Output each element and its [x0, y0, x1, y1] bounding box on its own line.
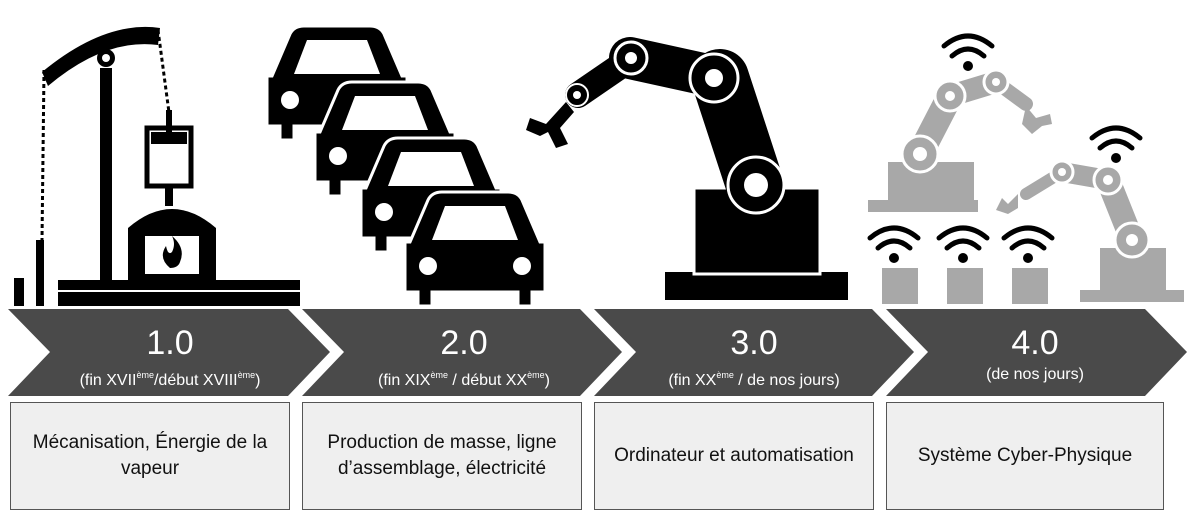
stage-label-1: 1.0 (fin XVIIème/début XVIIIème): [20, 325, 320, 392]
cyber-physical-system-icon: [867, 33, 1184, 304]
stage-date: (de nos jours): [986, 366, 1084, 383]
timeline-arrow-band: [8, 309, 1187, 396]
stage-label-2: 2.0 (fin XIXème / début XXème): [314, 325, 614, 392]
stage-version: 1.0: [146, 324, 194, 362]
stage-version: 3.0: [730, 324, 778, 362]
stage-description-3: Ordinateur et automatisation: [594, 402, 874, 510]
stage-date: (fin XVIIème/début XVIIIème): [79, 370, 261, 389]
chevron-stage-4: [886, 309, 1187, 396]
stage-description-1: Mécanisation, Énergie de la vapeur: [10, 402, 290, 510]
robotic-arm-icon: [526, 37, 848, 300]
stage-date: (fin XIXème / début XXème): [378, 370, 550, 389]
stage-version: 2.0: [440, 324, 488, 362]
stage-date: (fin XXème / de nos jours): [668, 370, 840, 389]
stage-description-2: Production de masse, ligne d’assemblage,…: [302, 402, 582, 510]
steam-engine-icon: [14, 26, 300, 306]
stage-description-4: Système Cyber-Physique: [886, 402, 1164, 510]
stage-label-3: 3.0 (fin XXème / de nos jours): [604, 325, 904, 392]
chevron-stage-2: [302, 309, 622, 396]
car-assembly-line-icon: [265, 24, 547, 308]
chevron-stage-1: [8, 309, 330, 396]
chevron-stage-3: [594, 309, 914, 396]
stage-version: 4.0: [1011, 324, 1059, 362]
stage-label-4: 4.0 (de nos jours): [885, 325, 1185, 386]
